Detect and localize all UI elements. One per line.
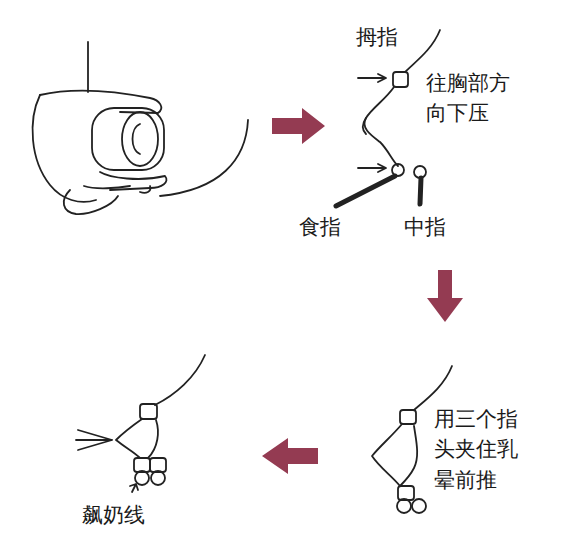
breast-outline <box>426 120 446 166</box>
press-arrow <box>358 164 386 172</box>
areola <box>148 420 158 458</box>
finger-label: 中指 <box>404 212 446 242</box>
finger-label: 拇指 <box>356 22 398 52</box>
breast-outline <box>160 120 248 196</box>
thumb-mark <box>393 72 408 87</box>
breast-outline <box>414 366 452 410</box>
callout-label: 飙奶线 <box>82 500 145 530</box>
middle-mark <box>151 471 165 485</box>
middle-finger <box>420 178 421 204</box>
fingernail <box>140 186 150 193</box>
middle-mark <box>135 471 149 485</box>
index-mark <box>150 458 166 472</box>
breast-outline <box>372 424 402 486</box>
pointer-arrow <box>130 484 138 492</box>
nipple-inner <box>133 124 141 154</box>
breast-outline <box>155 355 205 405</box>
body-outline <box>87 42 89 92</box>
instruction-note: 往胸部方向下压 <box>426 68 516 129</box>
milk-spray <box>76 430 112 450</box>
thumb-mark <box>400 410 416 424</box>
middle-mark <box>412 499 426 513</box>
step-arrow <box>272 108 325 144</box>
finger <box>84 186 130 188</box>
nipple <box>122 112 158 166</box>
middle-mark <box>397 499 411 513</box>
breast-outline <box>405 30 440 72</box>
nipple <box>363 118 366 134</box>
step-arrow <box>427 270 463 322</box>
index-finger <box>336 176 395 206</box>
breast-outline <box>364 87 398 166</box>
finger <box>64 190 118 214</box>
areola <box>92 108 164 170</box>
areola <box>400 426 417 486</box>
step-arrow <box>262 438 318 474</box>
press-arrow <box>358 74 386 82</box>
instruction-note: 用三个指头夹住乳晕前推 <box>434 404 524 495</box>
index-mark <box>398 486 414 500</box>
hand-top <box>40 91 161 113</box>
nipple <box>116 419 142 458</box>
thumb-mark <box>140 404 157 419</box>
finger-label: 食指 <box>299 212 341 242</box>
index-mark <box>134 458 150 472</box>
